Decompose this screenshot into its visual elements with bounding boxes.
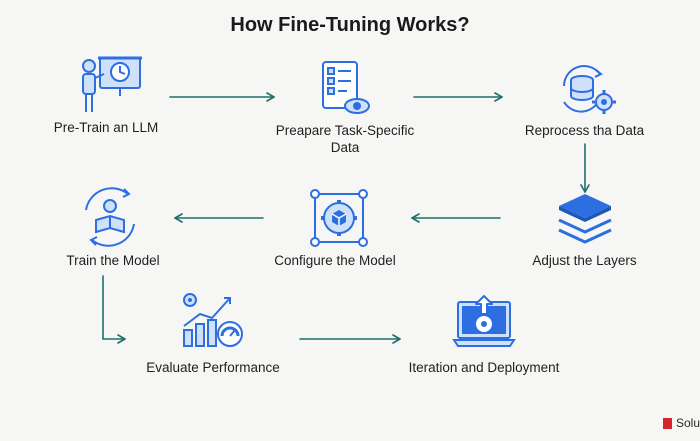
stacked-layers-icon: [555, 192, 615, 248]
step-prepare-label: Preapare Task-Specific Data: [250, 122, 440, 156]
step-prepare-label-line2: Data: [330, 140, 360, 155]
step-evaluate-label: Evaluate Performance: [146, 360, 280, 375]
checklist-eye-icon: [319, 60, 371, 118]
arrow-train-to-evaluate: [102, 275, 126, 344]
step-adjust-label: Adjust the Layers: [532, 253, 637, 268]
brand-name: Solu: [675, 416, 700, 430]
performance-chart-icon: [180, 290, 246, 350]
train-model-cycle-icon: [78, 186, 142, 248]
model-config-cube-icon: [307, 186, 371, 250]
step-pretrain-label: Pre-Train an LLM: [53, 120, 159, 135]
brand-logo: Solu: [662, 416, 700, 430]
step-train-label: Train the Model: [66, 253, 160, 268]
data-reprocess-gear-icon: [556, 62, 620, 118]
step-iteration-label: Iteration and Deployment: [408, 360, 560, 375]
step-configure-label: Configure the Model: [274, 253, 396, 268]
diagram-title: How Fine-Tuning Works?: [230, 14, 470, 36]
teacher-presentation-icon: [78, 54, 146, 120]
deployment-laptop-icon: [452, 294, 516, 352]
step-prepare-label-line1: Preapare Task-Specific: [275, 123, 415, 138]
step-reprocess-label: Reprocess tha Data: [524, 123, 645, 138]
brand-mark-icon: [662, 417, 672, 429]
